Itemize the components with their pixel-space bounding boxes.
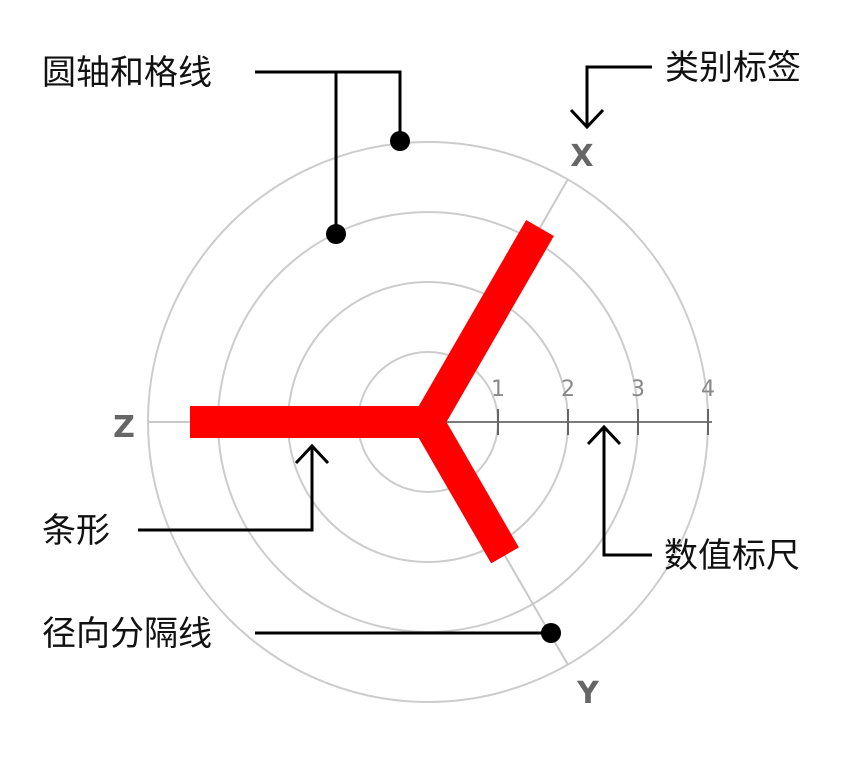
- callout-bar: 条形: [42, 443, 330, 551]
- callout-grid-label: 圆轴和格线: [42, 53, 212, 93]
- callout-category-label: 类别标签: [665, 48, 801, 88]
- callout-category: 类别标签: [569, 48, 801, 130]
- bar-hub: [410, 404, 446, 440]
- callout-grid-dot-inner: [326, 224, 346, 244]
- callout-bar-arrow-icon: [294, 443, 330, 465]
- bar-x: [414, 220, 554, 430]
- callout-scale: 数值标尺: [586, 424, 800, 576]
- scale-tick-label-3: 3: [631, 377, 645, 402]
- callout-bar-label: 条形: [42, 511, 110, 551]
- scale-tick-label-1: 1: [491, 377, 505, 402]
- callout-bar-leader: [138, 447, 314, 532]
- callout-radial-dot: [541, 623, 561, 643]
- bars: [190, 220, 554, 564]
- callout-radial: 径向分隔线: [42, 614, 561, 654]
- callout-radial-label: 径向分隔线: [42, 614, 212, 654]
- category-labels: X Y Z: [113, 139, 600, 711]
- scale-tick-label-4: 4: [701, 377, 715, 402]
- bar-y: [414, 414, 519, 564]
- callout-scale-arrow-icon: [586, 424, 622, 446]
- callout-grid-dot-outer: [390, 131, 410, 151]
- category-label-x: X: [570, 139, 593, 174]
- callout-scale-label: 数值标尺: [664, 536, 800, 576]
- value-scale: 1 2 3 4: [428, 377, 715, 435]
- callout-category-arrow-icon: [569, 108, 605, 130]
- scale-tick-label-2: 2: [561, 377, 575, 402]
- callout-grid-leader: [255, 70, 402, 233]
- callout-scale-leader: [602, 428, 652, 557]
- category-label-y: Y: [576, 676, 600, 711]
- callout-category-leader: [585, 65, 652, 126]
- callout-grid: 圆轴和格线: [42, 53, 410, 244]
- category-label-z: Z: [113, 410, 135, 445]
